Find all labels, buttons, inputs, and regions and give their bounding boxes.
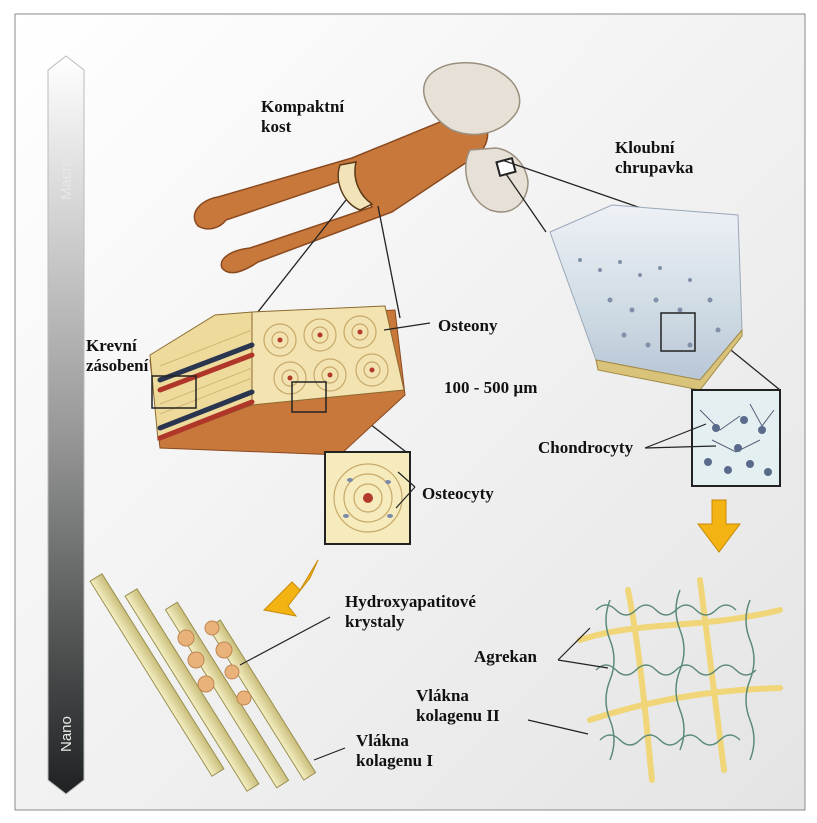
chondrocyte-zoom xyxy=(692,390,780,486)
scale-label-nano: Nano xyxy=(58,716,75,752)
label-chondrocytes: Chondrocyty xyxy=(538,438,633,458)
label-aggrecan: Agrekan xyxy=(474,647,537,667)
label-osteon-size: 100 - 500 µm xyxy=(444,378,537,398)
label-osteocytes: Osteocyty xyxy=(422,484,494,504)
diagram-frame xyxy=(15,14,805,810)
label-osteons: Osteony xyxy=(438,316,498,336)
osteocyte-zoom xyxy=(325,452,410,544)
scale-label-macro: Macro xyxy=(58,158,75,200)
